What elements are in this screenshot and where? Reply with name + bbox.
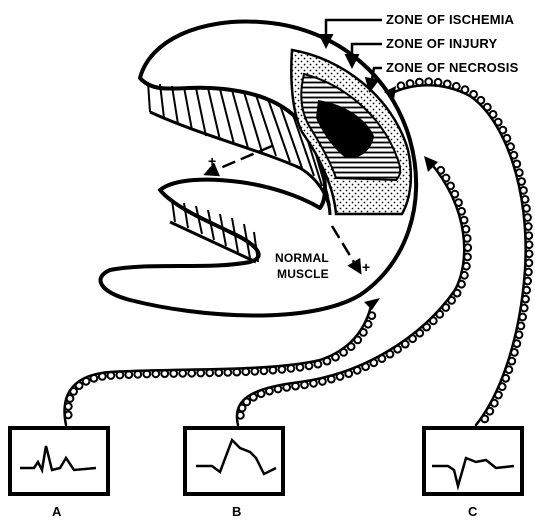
coil-loop <box>486 408 493 415</box>
coil-loop <box>491 400 498 407</box>
coil-loop <box>70 388 77 395</box>
normal-muscle-line1: NORMAL <box>275 251 329 265</box>
coil-loop <box>362 363 369 370</box>
coil-loop <box>451 191 458 198</box>
coil-loop <box>360 329 367 336</box>
coil-loop <box>495 119 502 126</box>
monitor-c: C <box>424 428 522 519</box>
coil-loop <box>250 394 257 401</box>
zone-necrosis-label: ZONE OF NECROSIS <box>386 60 519 75</box>
coil-loop <box>502 375 509 382</box>
monitor-b-label: B <box>232 504 241 519</box>
coil-loop <box>453 83 460 90</box>
coil-loop <box>448 297 455 304</box>
coil-loop <box>83 378 90 385</box>
monitor-b: B <box>185 428 283 519</box>
coil-loop <box>470 91 477 98</box>
coil-loop <box>402 341 409 348</box>
coil-loop <box>394 346 401 353</box>
electrode-tip-a <box>364 298 380 310</box>
zone-injury-label: ZONE OF INJURY <box>386 36 498 51</box>
coil-loop <box>370 359 377 366</box>
coil-loop <box>506 366 513 373</box>
coil-loop <box>443 175 450 182</box>
coil-loop <box>430 317 437 324</box>
coil-loop <box>409 335 416 342</box>
coil-loop <box>436 311 443 318</box>
plus-sign-down: + <box>362 259 370 275</box>
coil-loop <box>437 167 444 174</box>
coil-loop <box>416 330 423 337</box>
monitor-a-screen <box>10 428 108 494</box>
coil-loop <box>442 304 449 311</box>
plus-sign-left: + <box>208 153 216 169</box>
monitor-c-label: C <box>468 504 478 519</box>
coil-loop <box>462 86 469 93</box>
coil-loop <box>478 97 485 104</box>
zone-ischemia-label: ZONE OF ISCHEMIA <box>386 12 515 27</box>
monitor-b-screen <box>185 428 283 494</box>
coil-loop <box>484 104 491 111</box>
coil-loop <box>379 355 386 362</box>
coil-loop <box>454 290 461 297</box>
coil-loop <box>423 324 430 331</box>
coil-loop <box>481 416 488 423</box>
coil-loop <box>332 354 339 361</box>
coil-loop <box>508 358 515 365</box>
coil-loop <box>76 382 83 389</box>
monitor-a: A <box>10 428 108 519</box>
coil-loop <box>348 343 355 350</box>
normal-muscle-line2: MUSCLE <box>277 267 329 281</box>
coil-loop <box>340 349 347 356</box>
coil-loop <box>354 367 361 374</box>
coil-loop <box>354 337 361 344</box>
coil-loop <box>365 321 372 328</box>
coil-loop <box>368 312 375 319</box>
coil-loop <box>243 399 250 406</box>
coil-loop <box>447 183 454 190</box>
monitor-a-label: A <box>52 504 62 519</box>
coil-loop <box>490 111 497 118</box>
coil-loop <box>495 392 502 399</box>
coil-loop <box>387 351 394 358</box>
coil-loop <box>499 383 506 390</box>
coil-loop <box>511 152 518 159</box>
